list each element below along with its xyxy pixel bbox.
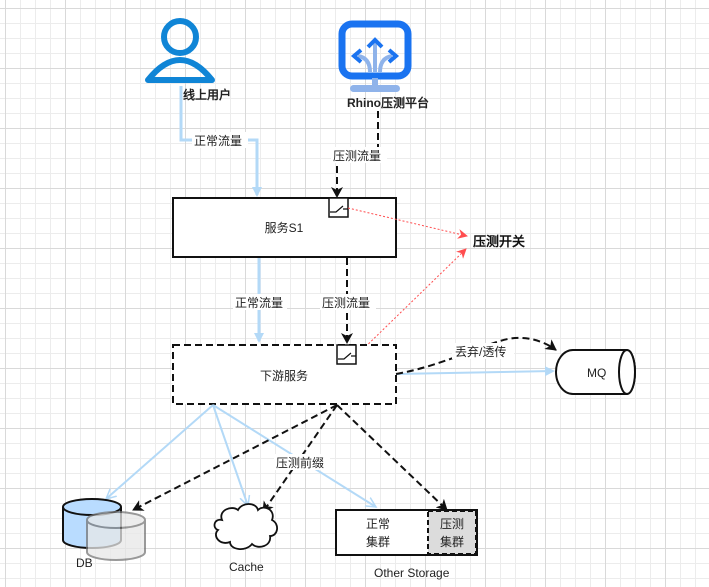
online-user-label: 线上用户	[183, 87, 231, 102]
user-icon	[145, 18, 215, 83]
downstream-service-box[interactable]	[172, 344, 397, 405]
mq-label: MQ	[587, 366, 606, 380]
rhino-platform-label: Rhino压测平台	[347, 95, 429, 110]
db-test-cylinder[interactable]	[86, 511, 146, 561]
edge-label-user-to-s1: 正常流量	[194, 134, 242, 148]
edge-down-to-mq-normal	[395, 366, 555, 377]
test-cluster-line1: 压测	[440, 517, 464, 531]
downstream-service-label: 下游服务	[260, 368, 308, 383]
service-s1-label: 服务S1	[265, 220, 304, 235]
switch-label: 压测开关	[473, 234, 525, 249]
switch-icon-s1[interactable]	[328, 197, 349, 218]
switch-icon-downstream[interactable]	[336, 344, 357, 365]
edge-down-to-db-normal	[106, 404, 214, 499]
edge-label-down-to-mq: 丢弃/透传	[455, 344, 506, 359]
other-storage-label: Other Storage	[374, 566, 450, 580]
test-cluster-line2: 集群	[440, 534, 464, 549]
edge-s1-switch-link	[347, 207, 468, 239]
edge-down-to-storage-test	[336, 404, 448, 511]
service-s1-box[interactable]	[172, 197, 397, 258]
normal-cluster-line1: 正常	[366, 517, 390, 531]
monitor-arrows-icon	[338, 20, 412, 92]
edge-label-rhino-to-s1: 压测流量	[333, 149, 381, 163]
cache-label: Cache	[229, 560, 264, 574]
edge-down-switch-link	[356, 248, 467, 356]
edge-label-storage-prefix: 压测前缀	[276, 455, 324, 470]
other-storage-box[interactable]	[335, 509, 478, 556]
edge-down-to-db-test	[132, 404, 338, 511]
edge-down-to-mq-test	[395, 336, 557, 375]
edge-label-s1-to-down-normal: 正常流量	[235, 296, 283, 310]
edge-down-to-cache-normal	[212, 404, 248, 506]
edge-label-s1-to-down-test: 压测流量	[322, 296, 370, 310]
normal-cluster-line2: 集群	[366, 534, 390, 549]
db-label: DB	[76, 556, 93, 570]
cache-cloud-icon[interactable]	[213, 503, 278, 550]
mq-queue[interactable]	[555, 349, 636, 395]
